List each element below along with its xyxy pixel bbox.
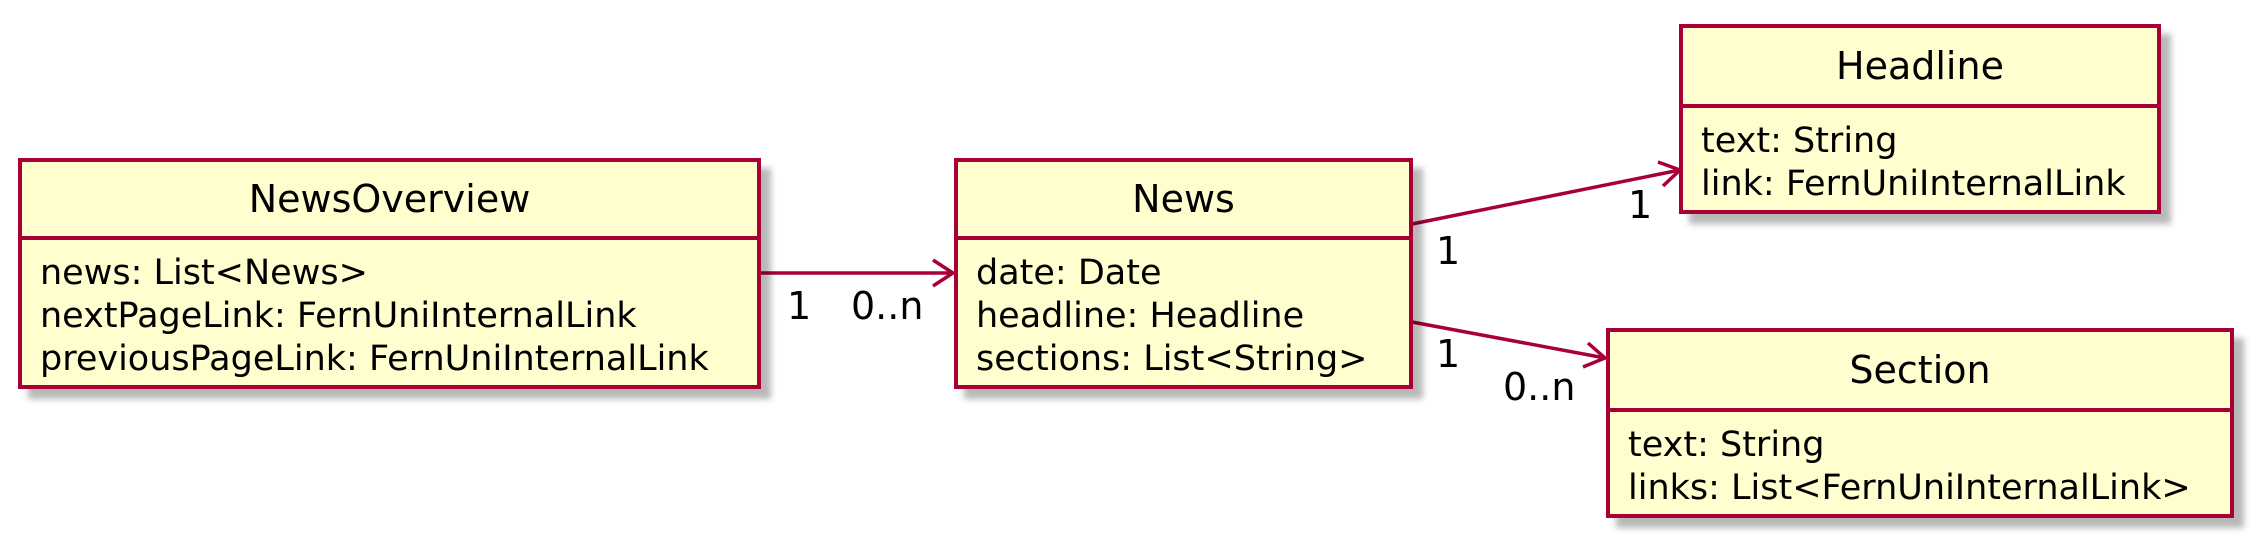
attribute-text: text: String	[1628, 425, 1825, 465]
multiplicity-section-target: 0..n	[1503, 365, 1576, 409]
attribute-link: link: FernUniInternalLink	[1701, 164, 2126, 204]
class-section: Section text: String links: List<FernUni…	[1606, 328, 2234, 518]
attribute-nextpagelink: nextPageLink: FernUniInternalLink	[40, 296, 637, 336]
association-news-headline	[1411, 168, 1681, 226]
attribute-headline: headline: Headline	[976, 296, 1305, 336]
multiplicity-overview-source: 1	[787, 284, 812, 328]
class-news-attributes: date: Date headline: Headline sections: …	[958, 240, 1409, 381]
association-news-section	[1411, 320, 1606, 360]
association-news-section-arrowhead	[1582, 341, 1609, 369]
multiplicity-headline-source: 1	[1436, 229, 1461, 273]
class-section-attributes: text: String links: List<FernUniInternal…	[1610, 412, 2230, 510]
attribute-text: text: String	[1701, 121, 1898, 161]
class-newsoverview-attributes: news: List<News> nextPageLink: FernUniIn…	[22, 240, 757, 381]
class-headline-attributes: text: String link: FernUniInternalLink	[1683, 108, 2157, 206]
class-section-name: Section	[1610, 332, 2230, 412]
attribute-previouspagelink: previousPageLink: FernUniInternalLink	[40, 339, 709, 379]
class-headline-name: Headline	[1683, 28, 2157, 108]
class-news: News date: Date headline: Headline secti…	[954, 158, 1413, 389]
class-newsoverview-name: NewsOverview	[22, 162, 757, 240]
association-overview-news-arrowhead	[932, 258, 957, 288]
class-news-name: News	[958, 162, 1409, 240]
multiplicity-headline-target: 1	[1628, 183, 1653, 227]
class-headline: Headline text: String link: FernUniInter…	[1679, 24, 2161, 214]
multiplicity-news-target: 0..n	[851, 284, 924, 328]
attribute-news: news: List<News>	[40, 253, 368, 293]
multiplicity-section-source: 1	[1436, 332, 1461, 376]
class-newsoverview: NewsOverview news: List<News> nextPageLi…	[18, 158, 761, 389]
attribute-sections: sections: List<String>	[976, 339, 1368, 379]
attribute-date: date: Date	[976, 253, 1162, 293]
attribute-links: links: List<FernUniInternalLink>	[1628, 468, 2191, 508]
